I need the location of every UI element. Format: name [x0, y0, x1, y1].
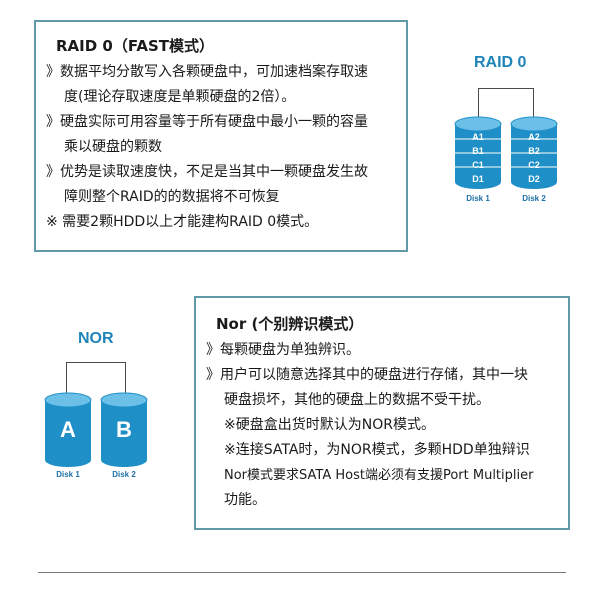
nor-connector — [66, 362, 126, 395]
raid0-line-3: 》硬盘实际可用容量等于所有硬盘中最小一颗的容量 — [46, 114, 368, 130]
raid0-disk1-seg-c: C1 — [472, 160, 484, 170]
raid0-title: RAID 0（FAST模式） — [56, 37, 215, 55]
raid0-disk2-seg-b: B2 — [528, 146, 540, 156]
raid0-line-5: 》优势是读取速度快，不足是当其中一颗硬盘发生故 — [46, 164, 368, 180]
nor-line-6: Nor模式要求SATA Host端必须有支援Port Multiplier — [224, 468, 534, 483]
nor-disk1-icon — [44, 392, 92, 467]
nor-title: Nor (个别辨识模式） — [216, 315, 364, 333]
raid0-disk1-seg-a: A1 — [472, 132, 484, 142]
raid0-line-1: 》数据平均分散写入各颗硬盘中，可加速档案存取速 — [46, 64, 368, 80]
raid0-disk2-seg-a: A2 — [528, 132, 540, 142]
nor-disk2-label: Disk 2 — [112, 470, 136, 479]
raid0-disk2-seg-d: D2 — [528, 174, 540, 184]
nor-line-5: ※连接SATA时，为NOR模式，多颗HDD单独辩识 — [224, 442, 530, 458]
raid0-disk2-icon — [510, 116, 558, 189]
nor-diagram-title: NOR — [78, 330, 114, 347]
nor-line-2: 》用户可以随意选择其中的硬盘进行存储，其中一块 — [206, 367, 528, 383]
nor-disk1-label: Disk 1 — [56, 470, 80, 479]
raid0-line-4: 乘以硬盘的颗数 — [64, 139, 162, 155]
raid0-disk1-icon — [454, 116, 502, 189]
raid0-disk2-seg-c: C2 — [528, 160, 540, 170]
nor-disk2-letter: B — [116, 417, 132, 442]
nor-diagram: NOR A Disk 1 B Disk 2 — [38, 330, 168, 490]
raid0-line-6: 障则整个RAID的的数据将不可恢复 — [64, 189, 280, 205]
raid0-line-7: ※ 需要2颗HDD以上才能建构RAID 0模式。 — [46, 214, 319, 230]
raid0-diagram: RAID 0 A1 B1 C1 D1 Disk 1 A2 B2 C2 D2 Di… — [446, 54, 576, 214]
raid0-disk1-label: Disk 1 — [466, 194, 490, 203]
nor-description-box: Nor (个别辨识模式） 》每颗硬盘为单独辨识。 》用户可以随意选择其中的硬盘进… — [194, 296, 570, 530]
raid0-disk2-label: Disk 2 — [522, 194, 546, 203]
nor-disk1-letter: A — [60, 417, 76, 442]
nor-line-4: ※硬盘盒出货时默认为NOR模式。 — [224, 417, 435, 433]
nor-line-7: 功能。 — [224, 492, 266, 508]
nor-line-3: 硬盘损坏，其他的硬盘上的数据不受干扰。 — [224, 392, 490, 408]
bottom-divider — [38, 572, 566, 573]
raid0-connector — [478, 88, 534, 119]
raid0-diagram-title: RAID 0 — [474, 54, 527, 71]
nor-disk2-icon — [100, 392, 148, 467]
nor-line-1: 》每颗硬盘为单独辨识。 — [206, 342, 360, 358]
raid0-disk1-seg-d: D1 — [472, 174, 484, 184]
raid0-description-box: RAID 0（FAST模式） 》数据平均分散写入各颗硬盘中，可加速档案存取速 度… — [34, 20, 408, 252]
raid0-line-2: 度(理论存取速度是单颗硬盘的2倍）。 — [64, 89, 296, 105]
raid0-disk1-seg-b: B1 — [472, 146, 484, 156]
